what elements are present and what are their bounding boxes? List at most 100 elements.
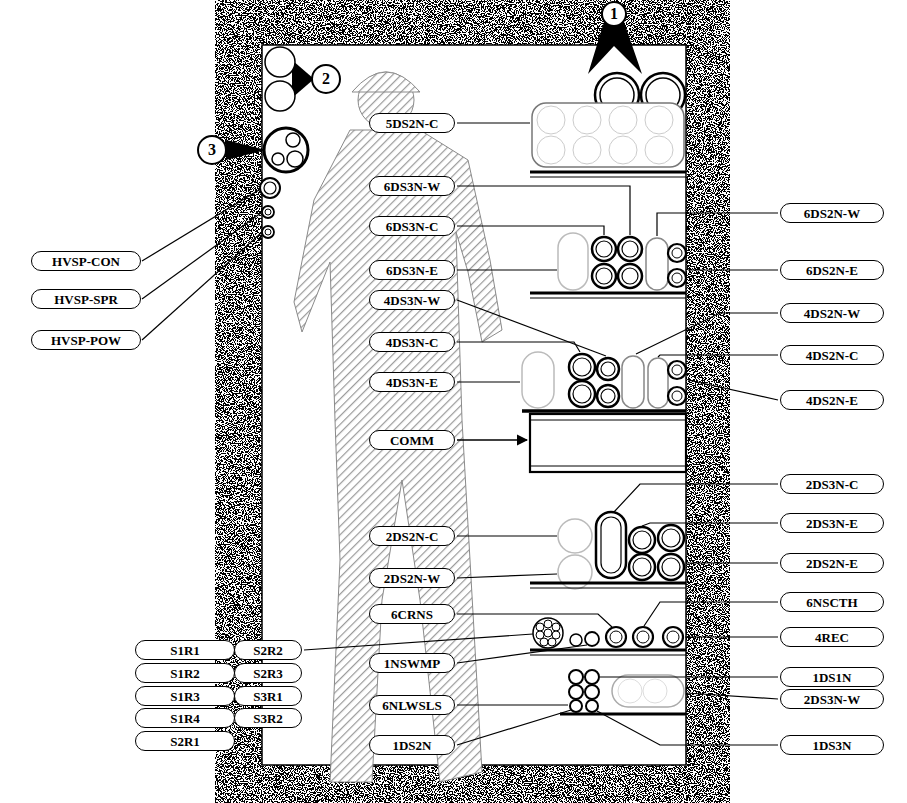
leader-line [457, 300, 606, 356]
cable-label: 2DS3N-E [780, 513, 884, 533]
cable-label: 1NSWMP [369, 653, 455, 673]
label-text: 6DS2N-W [804, 207, 860, 220]
cable-label: S3R2 [234, 708, 302, 728]
cable-label: S1R2 [135, 663, 235, 683]
label-text: 3 [208, 142, 216, 158]
cable-label: 1DS1N [780, 667, 884, 687]
leader-line [457, 122, 530, 123]
leader-line [686, 693, 778, 699]
label-text: 2 [322, 71, 330, 87]
label-text: S2R2 [253, 644, 283, 657]
leader-line [688, 380, 778, 400]
label-text: 6DS3N-E [386, 264, 438, 277]
cable-label: HVSP-SPR [31, 289, 141, 309]
label-text: 2DS3N-E [806, 517, 858, 530]
label-text: 6DS2N-E [806, 264, 858, 277]
label-text: S1R3 [170, 690, 200, 703]
label-text: 2DS2N-W [384, 572, 440, 585]
leader-line [142, 233, 261, 340]
label-text: HVSP-CON [52, 255, 120, 268]
leader-line [457, 226, 604, 235]
cable-label: 2DS3N-W [780, 689, 884, 709]
callout-number: 1 [601, 1, 627, 27]
label-text: S1R2 [170, 667, 200, 680]
leader-line [644, 602, 778, 626]
cable-label: 6DS3N-W [369, 176, 455, 196]
leader-line [658, 355, 778, 357]
label-text: 6DS3N-W [384, 180, 440, 193]
leader-line [457, 381, 520, 382]
cable-tray [530, 233, 686, 298]
label-text: S3R1 [253, 690, 283, 703]
cable-label: 2DS2N-E [780, 553, 884, 573]
leader-line [457, 710, 571, 745]
leader-line [457, 269, 557, 270]
label-text: 4DS2N-C [806, 349, 859, 362]
cable-label: 6NLWSLS [369, 695, 455, 715]
leader-line [457, 342, 580, 352]
pointer-arrow [457, 439, 527, 440]
concrete-texture [215, 0, 730, 803]
cable-label: 6DS2N-E [780, 260, 884, 280]
cable-label: S2R3 [234, 663, 302, 683]
label-text: 1NSWMP [384, 657, 440, 670]
label-text: S3R2 [253, 712, 283, 725]
label-text: 4DS3N-W [384, 294, 440, 307]
label-text: 2DS3N-C [806, 478, 859, 491]
cable-label: 6DS3N-E [369, 260, 455, 280]
leader-line [657, 213, 778, 236]
cable-label: 4DS3N-E [369, 372, 455, 392]
wall-ground [215, 0, 730, 803]
leader-line [457, 535, 557, 536]
leader-line [457, 704, 568, 705]
cable-label: 4DS2N-C [780, 345, 884, 365]
label-text: 1 [610, 6, 618, 22]
cable-label: 2DS2N-W [369, 568, 455, 588]
label-text: S1R4 [170, 712, 200, 725]
label-text: 1DS3N [812, 739, 851, 752]
label-text: HVSP-POW [51, 334, 121, 347]
label-text: 4REC [815, 631, 849, 644]
cable-label: 4DS3N-C [369, 332, 455, 352]
leader-line [685, 636, 778, 637]
cable-tray [522, 352, 686, 411]
label-text: COMM [390, 434, 434, 447]
worker-figure [294, 72, 502, 782]
label-text: S1R1 [170, 644, 200, 657]
cable-label: 6DS3N-C [369, 216, 455, 236]
label-text: S2R1 [170, 735, 200, 748]
cable-label: COMM [369, 430, 455, 450]
label-text: 6DS3N-C [386, 220, 439, 233]
leader-line [457, 614, 612, 627]
cable-label: S1R3 [135, 686, 235, 706]
leader-line [597, 711, 778, 745]
leader-line [457, 574, 557, 578]
cable-label: 1DS2N [369, 735, 455, 755]
label-text: 4DS3N-C [386, 336, 439, 349]
callout-number: 3 [197, 135, 227, 165]
leader-line [457, 186, 630, 235]
label-text: 5DS2N-C [386, 117, 439, 130]
label-text: 1DS2N [392, 739, 431, 752]
cable-label: 2DS2N-C [369, 526, 455, 546]
cable-tray [530, 103, 686, 177]
label-text: S2R3 [253, 667, 283, 680]
label-text: 2DS2N-E [806, 557, 858, 570]
callout-number: 2 [311, 64, 341, 94]
cable-label: S2R1 [135, 731, 235, 751]
label-text: 2DS2N-C [386, 530, 439, 543]
leader-line [457, 645, 587, 663]
cable-label: 2DS3N-C [780, 474, 884, 494]
cable-label: 4DS2N-E [780, 390, 884, 410]
cable-label: S1R4 [135, 708, 235, 728]
label-text: 6NSCTH [806, 596, 857, 609]
cable-label: S3R1 [234, 686, 302, 706]
cable-label: HVSP-POW [31, 330, 141, 350]
label-text: HVSP-SPR [54, 293, 118, 306]
cable-label: 6NSCTH [780, 592, 884, 612]
leader-line [304, 634, 533, 650]
cable-label: 4REC [780, 627, 884, 647]
cable-label: HVSP-CON [31, 251, 141, 271]
leader-line [614, 484, 778, 512]
cable-label: 4DS2N-W [780, 303, 884, 323]
